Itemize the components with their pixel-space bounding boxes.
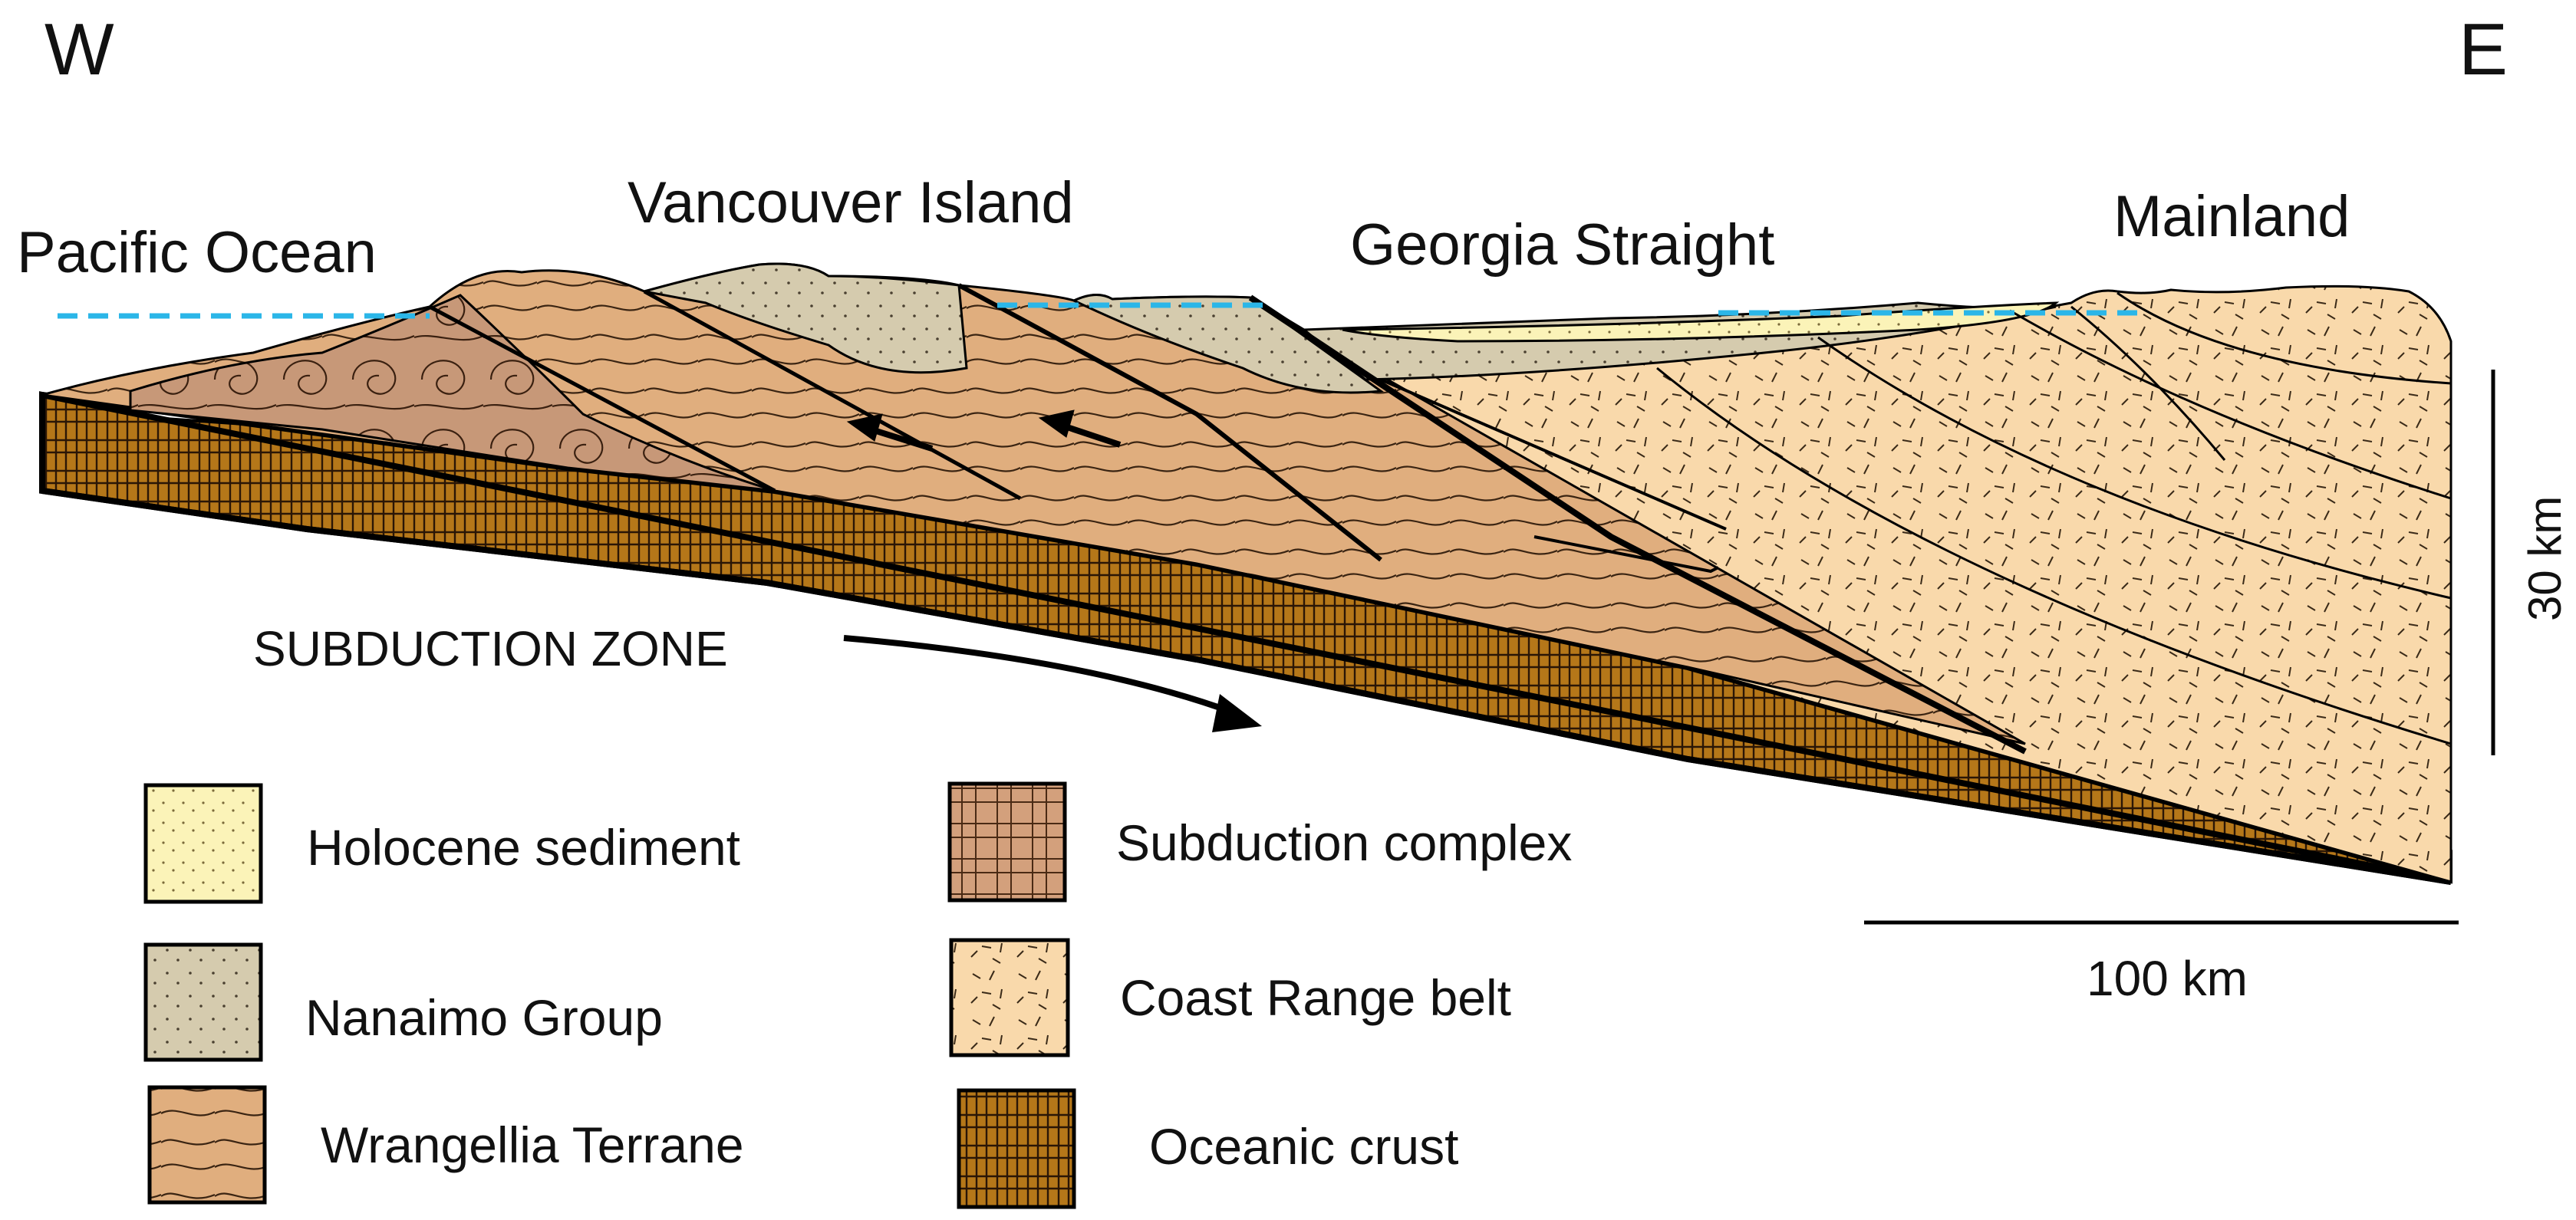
legend-label-oceanic: Oceanic crust <box>1149 1118 1458 1175</box>
vancouver-island-label: Vancouver Island <box>628 170 1074 235</box>
sea-level-line <box>58 302 2140 319</box>
coast-range-faults <box>1656 291 2452 745</box>
west-label: W <box>44 8 114 90</box>
pacific-ocean-label: Pacific Ocean <box>17 220 377 285</box>
legend-swatch-subduction <box>947 781 1067 903</box>
slab-base <box>41 488 2452 885</box>
legend: Holocene sediment Nanaimo Group Wrangell… <box>143 781 1572 1209</box>
legend-swatch-oceanic <box>957 1088 1076 1209</box>
georgia-straight-label: Georgia Straight <box>1350 212 1774 278</box>
subduction-zone-label: SUBDUCTION ZONE <box>253 621 728 676</box>
nanaimo-group-1 <box>644 262 968 374</box>
mainland-label: Mainland <box>2113 184 2350 249</box>
legend-swatch-nanaimo <box>143 942 263 1062</box>
subduction-complex-zone <box>129 294 776 492</box>
legend-swatch-holocene <box>143 783 263 904</box>
nanaimo-group-2 <box>1071 294 1385 394</box>
thrust-faults <box>428 283 2027 755</box>
legend-swatch-wrangellia <box>147 1085 267 1205</box>
movement-arrows <box>846 409 1122 452</box>
east-label: E <box>2459 8 2508 90</box>
horizontal-scale-label: 100 km <box>2087 951 2248 1006</box>
legend-label-wrangellia: Wrangellia Terrane <box>321 1116 744 1173</box>
vertical-scale-label: 30 km <box>2519 496 2571 621</box>
subduction-arrowhead <box>1212 694 1262 732</box>
legend-label-subduction: Subduction complex <box>1116 814 1572 871</box>
subduction-arrow <box>843 635 1237 716</box>
legend-label-holocene: Holocene sediment <box>307 819 740 876</box>
legend-label-coast: Coast Range belt <box>1120 969 1511 1026</box>
legend-label-nanaimo: Nanaimo Group <box>305 989 663 1046</box>
legend-swatch-coast <box>949 938 1070 1057</box>
